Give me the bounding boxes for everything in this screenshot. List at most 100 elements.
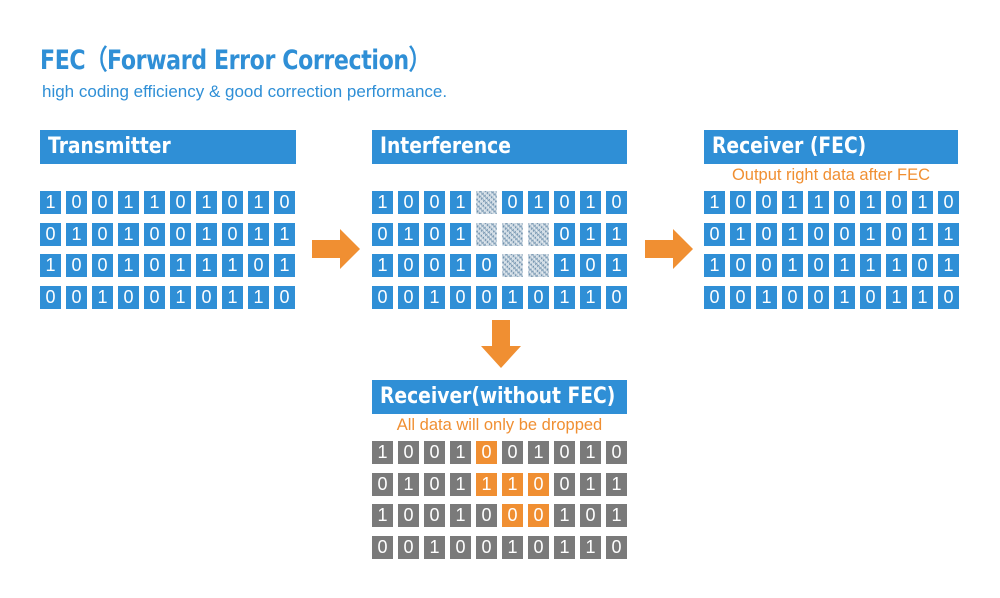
bit-cell: 0 [528,535,549,559]
bit-cell: 1 [580,441,601,464]
bit-cell: 1 [398,472,419,496]
transmitter-header-label: Transmitter [48,134,171,159]
bit-cell: 0 [580,254,601,277]
bit-cell: 1 [196,191,217,214]
bit-cell: 0 [450,535,471,559]
bit-cell: 1 [372,504,393,527]
bit-cell: 1 [372,441,393,464]
bit-cell: 0 [730,254,751,277]
bit-cell: 0 [424,504,445,527]
bit-cell: 0 [196,285,217,309]
bit-cell: 1 [450,222,471,246]
bit-cell: 1 [580,472,601,496]
bit-cell: 1 [912,191,933,214]
bit-cell: 1 [118,222,139,246]
bit-cell: 0 [808,222,829,246]
error-bit-cell: 0 [528,504,549,527]
bit-cell: 1 [606,504,627,527]
error-bit-cell: 0 [476,441,497,464]
right-arrow-icon [645,229,693,269]
bit-cell: 0 [398,504,419,527]
transmitter-header: Transmitter [40,130,296,164]
bit-cell: 1 [248,222,269,246]
bit-cell: 0 [170,222,191,246]
bit-cell: 0 [756,222,777,246]
bit-cell: 1 [222,254,243,277]
bit-cell: 0 [398,441,419,464]
bit-cell: 1 [118,254,139,277]
bit-cell: 1 [606,222,627,246]
bit-cell: 0 [274,285,295,309]
bit-cell: 0 [144,285,165,309]
bit-cell: 0 [704,222,725,246]
bit-cell: 0 [730,285,751,309]
bit-cell: 0 [372,535,393,559]
bit-cell: 0 [606,441,627,464]
receiver-fec-header: Receiver (FEC) [704,130,958,164]
bit-cell: 0 [372,472,393,496]
bit-cell: 0 [66,254,87,277]
bit-cell: 1 [398,222,419,246]
bit-cell: 0 [40,222,61,246]
bit-cell: 0 [476,535,497,559]
bit-cell: 1 [886,285,907,309]
error-bit-cell: 0 [528,472,549,496]
bit-cell: 0 [398,254,419,277]
bit-cell: 0 [808,254,829,277]
bit-cell: 0 [730,191,751,214]
receiver-no-fec-header: Receiver(without FEC) [372,380,627,414]
bit-cell: 1 [606,472,627,496]
page-subtitle: high coding efficiency & good correction… [42,82,448,101]
bit-cell: 0 [476,285,497,309]
bit-cell: 1 [66,222,87,246]
bit-cell: 1 [196,254,217,277]
error-bit-cell: 0 [502,504,523,527]
noise-bit-cell: 1 [528,222,549,246]
bit-cell: 0 [144,254,165,277]
noise-bit-cell: 0 [476,222,497,246]
bit-cell: 0 [808,285,829,309]
bit-cell: 0 [938,285,959,309]
bit-cell: 1 [912,285,933,309]
bit-cell: 0 [222,191,243,214]
bit-cell: 0 [424,222,445,246]
bit-cell: 0 [606,535,627,559]
bit-cell: 1 [144,191,165,214]
receiver-fec-note: Output right data after FEC [731,166,931,184]
bit-cell: 0 [424,472,445,496]
bit-cell: 0 [528,285,549,309]
bit-cell: 0 [144,222,165,246]
bit-cell: 0 [424,254,445,277]
bit-cell: 1 [606,254,627,277]
bit-cell: 1 [450,441,471,464]
bit-cell: 1 [580,222,601,246]
bit-cell: 1 [938,254,959,277]
bit-cell: 1 [730,222,751,246]
bit-cell: 0 [756,254,777,277]
bit-cell: 0 [782,285,803,309]
bit-cell: 1 [782,222,803,246]
bit-cell: 0 [248,254,269,277]
down-arrow-icon [481,320,521,368]
bit-cell: 0 [704,285,725,309]
bit-cell: 0 [886,191,907,214]
bit-cell: 1 [860,254,881,277]
bit-cell: 0 [476,504,497,527]
bit-cell: 1 [860,191,881,214]
bit-cell: 0 [502,191,523,214]
bit-cell: 0 [606,285,627,309]
bit-cell: 1 [372,191,393,214]
